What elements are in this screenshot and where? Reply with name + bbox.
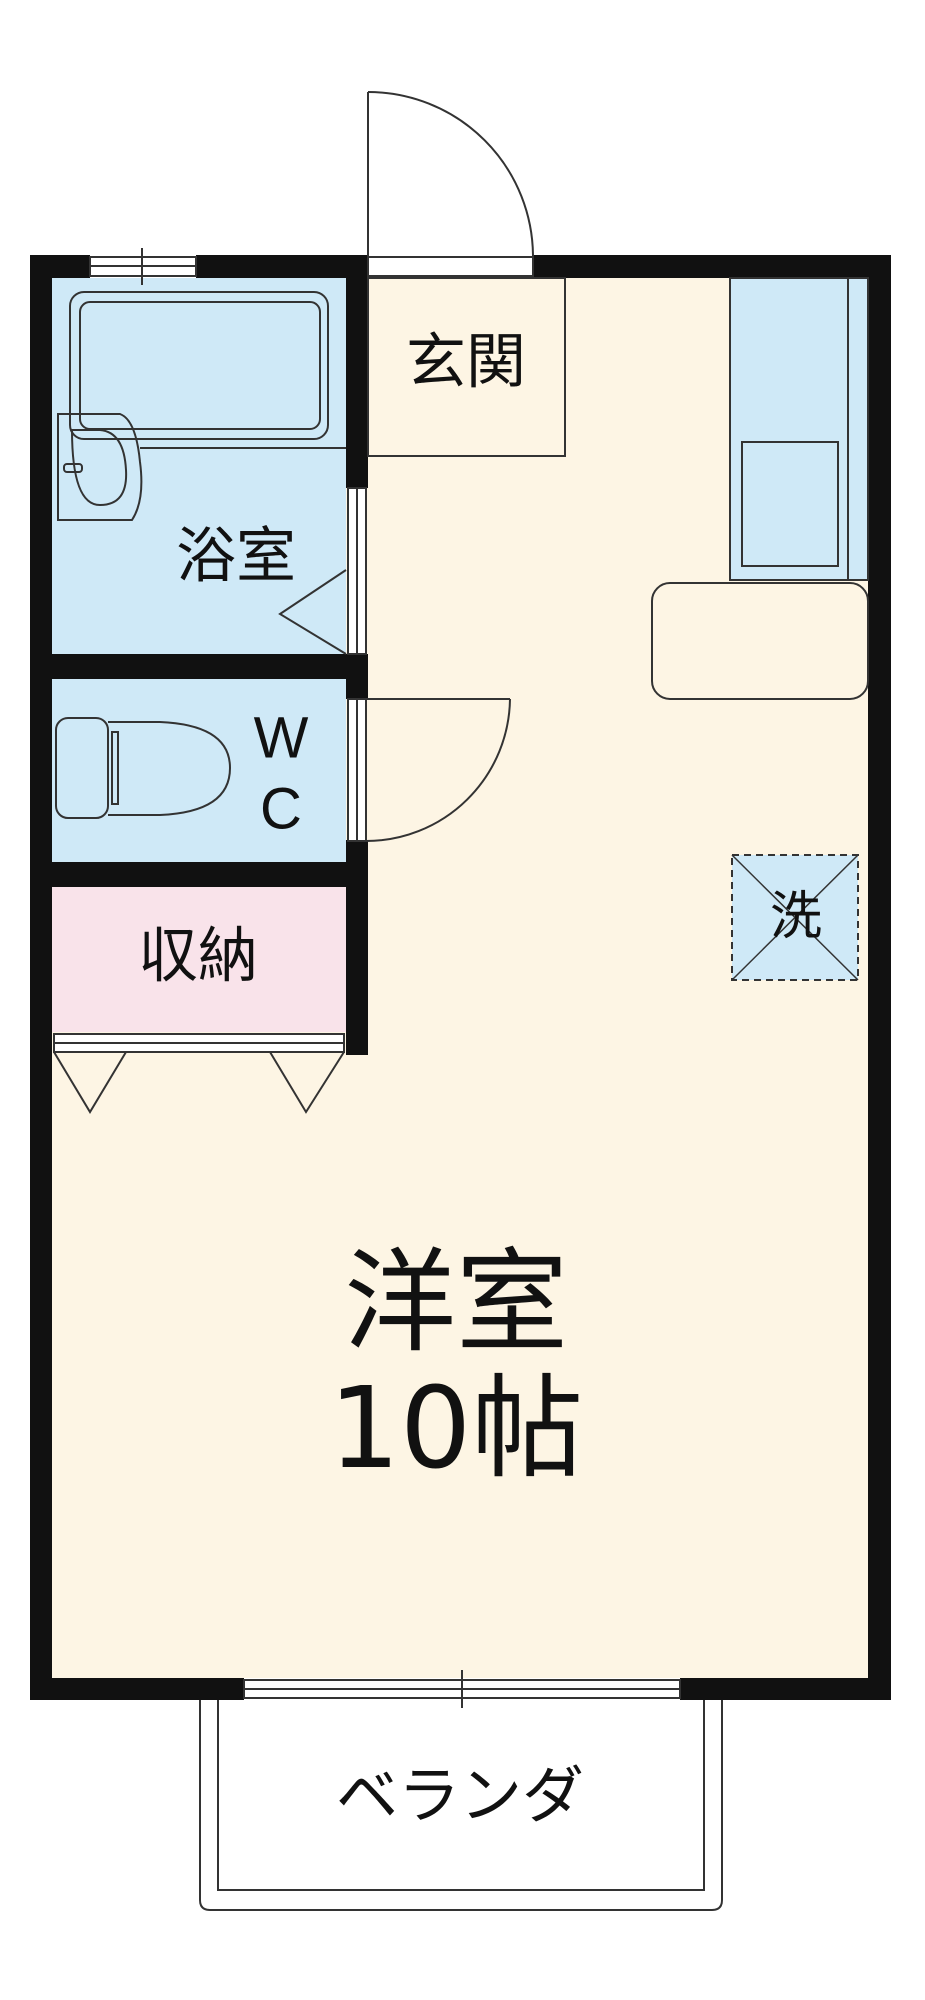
kitchen-counter-floor <box>730 278 868 580</box>
storage-floor <box>52 887 346 1032</box>
wc-label-c: C <box>260 776 302 841</box>
window-balcony <box>243 1670 681 1708</box>
storage-doors <box>53 1033 345 1114</box>
wall-storage-right <box>346 840 368 1055</box>
window-bathroom <box>89 248 197 285</box>
wall-wc-bottom <box>52 862 368 887</box>
washbasin <box>57 413 143 521</box>
wall-bath-right-upper <box>346 278 368 488</box>
wall-bottom-left <box>30 1678 244 1700</box>
bathtub <box>69 291 329 440</box>
kitchen-counter <box>729 277 869 581</box>
veranda-label: ベランダ <box>336 1759 584 1832</box>
wall-bath-wc-stub <box>346 654 368 699</box>
wall-bottom-right <box>680 1678 891 1700</box>
bathroom-label: 浴室 <box>176 522 296 592</box>
kitchen-island <box>651 582 869 700</box>
entrance-label: 玄関 <box>406 328 526 398</box>
wall-right <box>868 255 891 1700</box>
wall-top-right <box>533 255 891 278</box>
wall-bath-bottom <box>52 654 368 679</box>
wall-left <box>30 255 52 1700</box>
storage-label: 収納 <box>138 922 258 992</box>
wc-door <box>347 698 511 842</box>
western-room-size: 10帖 <box>329 1364 584 1494</box>
entrance-area <box>367 277 566 457</box>
washer-label: 洗 <box>770 887 822 947</box>
washer-area <box>731 854 859 981</box>
wall-top-mid <box>196 255 368 278</box>
wc-label-w: W <box>254 705 309 770</box>
toilet <box>55 717 232 819</box>
entrance-door <box>367 91 534 277</box>
wc-floor <box>52 679 346 862</box>
veranda <box>199 1700 723 1911</box>
bathroom-door <box>278 487 367 655</box>
bathroom-floor <box>52 278 346 654</box>
western-room-label: 洋室 <box>344 1238 568 1368</box>
bathtub-rim <box>79 301 321 430</box>
